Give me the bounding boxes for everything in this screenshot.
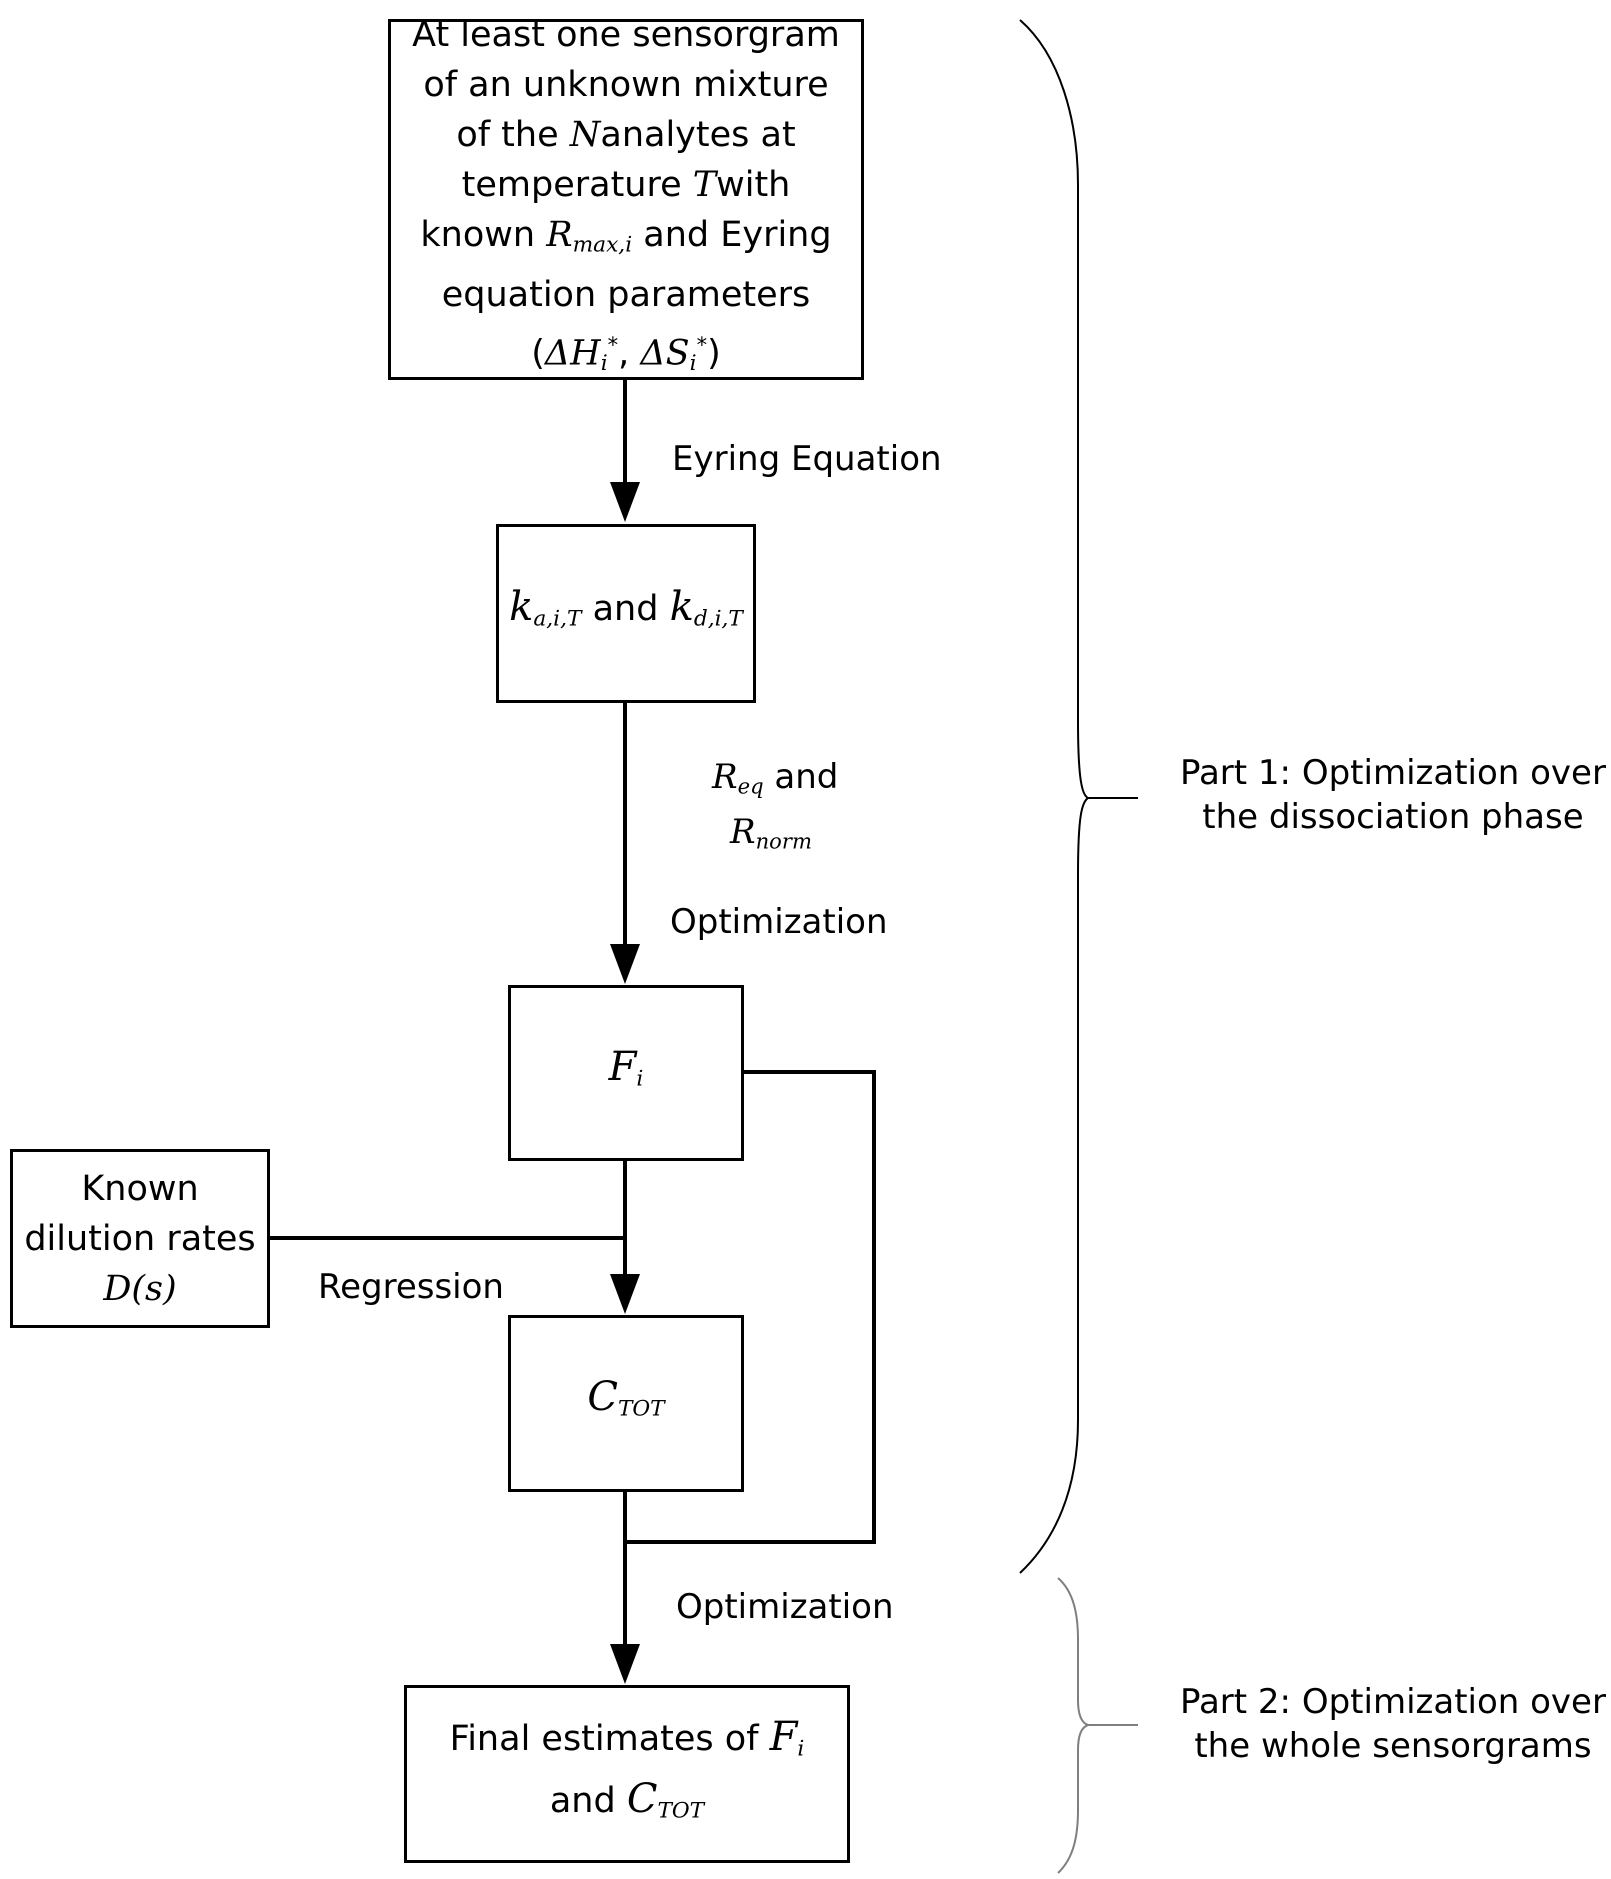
part2-label: Part 2: Optimization over the whole sens… bbox=[1180, 1682, 1606, 1766]
rate-constants-label: ka,i,T and kd,i,T bbox=[509, 584, 743, 632]
eyring-equation-label: Eyring Equation bbox=[672, 439, 942, 479]
fi-box: Fi bbox=[508, 985, 744, 1161]
final-estimates-box: Final estimates of Fi and CTOT bbox=[404, 1685, 850, 1863]
part1-label: Part 1: Optimization over the dissociati… bbox=[1180, 753, 1606, 837]
dilution-var: D(s) bbox=[103, 1268, 177, 1309]
var-delta-h: ΔH bbox=[544, 333, 601, 374]
part2-brace bbox=[1057, 1577, 1092, 1874]
dilution-line-1: Known bbox=[81, 1168, 199, 1209]
input-sensorgram-box: At least one sensorgram of an unknown mi… bbox=[388, 15, 864, 380]
optimization-label-1: Optimization bbox=[670, 902, 888, 942]
part1-brace bbox=[1019, 19, 1090, 1574]
ctot-box: CTOT bbox=[508, 1315, 744, 1492]
final-line-1: Final estimates of Fi bbox=[449, 1713, 805, 1761]
arrowhead-final bbox=[610, 1644, 640, 1684]
input-line-3: of the Nanalytes at bbox=[456, 114, 796, 155]
var-t: T bbox=[692, 164, 717, 205]
var-rmax: R bbox=[546, 214, 573, 255]
input-line-6: equation parameters bbox=[441, 275, 811, 316]
input-line-5: known Rmax,i and Eyring bbox=[420, 214, 832, 258]
regression-label: Regression bbox=[318, 1267, 504, 1307]
optimization-label-2: Optimization bbox=[676, 1587, 894, 1627]
input-line-2: of an unknown mixture bbox=[423, 64, 829, 105]
arrowhead-fi bbox=[610, 944, 640, 984]
final-line-2: and CTOT bbox=[549, 1776, 705, 1824]
req-label: Req and bbox=[712, 757, 839, 799]
fi-label: Fi bbox=[608, 1043, 644, 1092]
input-line-4: temperature Twith bbox=[461, 164, 791, 205]
input-line-7: (ΔHi*, ΔSi*) bbox=[531, 333, 721, 377]
connector-fi-bypass bbox=[625, 1070, 876, 1544]
rnorm-label: Rnorm bbox=[730, 812, 812, 854]
input-line-1: At least one sensorgram bbox=[412, 14, 840, 55]
var-n: N bbox=[569, 114, 601, 155]
dilution-line-2: dilution rates bbox=[24, 1218, 256, 1259]
arrowhead-ctot bbox=[610, 1274, 640, 1314]
dilution-rates-box: Known dilution rates D(s) bbox=[10, 1149, 270, 1328]
rate-constants-box: ka,i,T and kd,i,T bbox=[496, 524, 756, 703]
arrowhead-rates bbox=[610, 482, 640, 522]
var-delta-s: ΔS bbox=[640, 333, 690, 374]
ctot-label: CTOT bbox=[587, 1374, 665, 1422]
